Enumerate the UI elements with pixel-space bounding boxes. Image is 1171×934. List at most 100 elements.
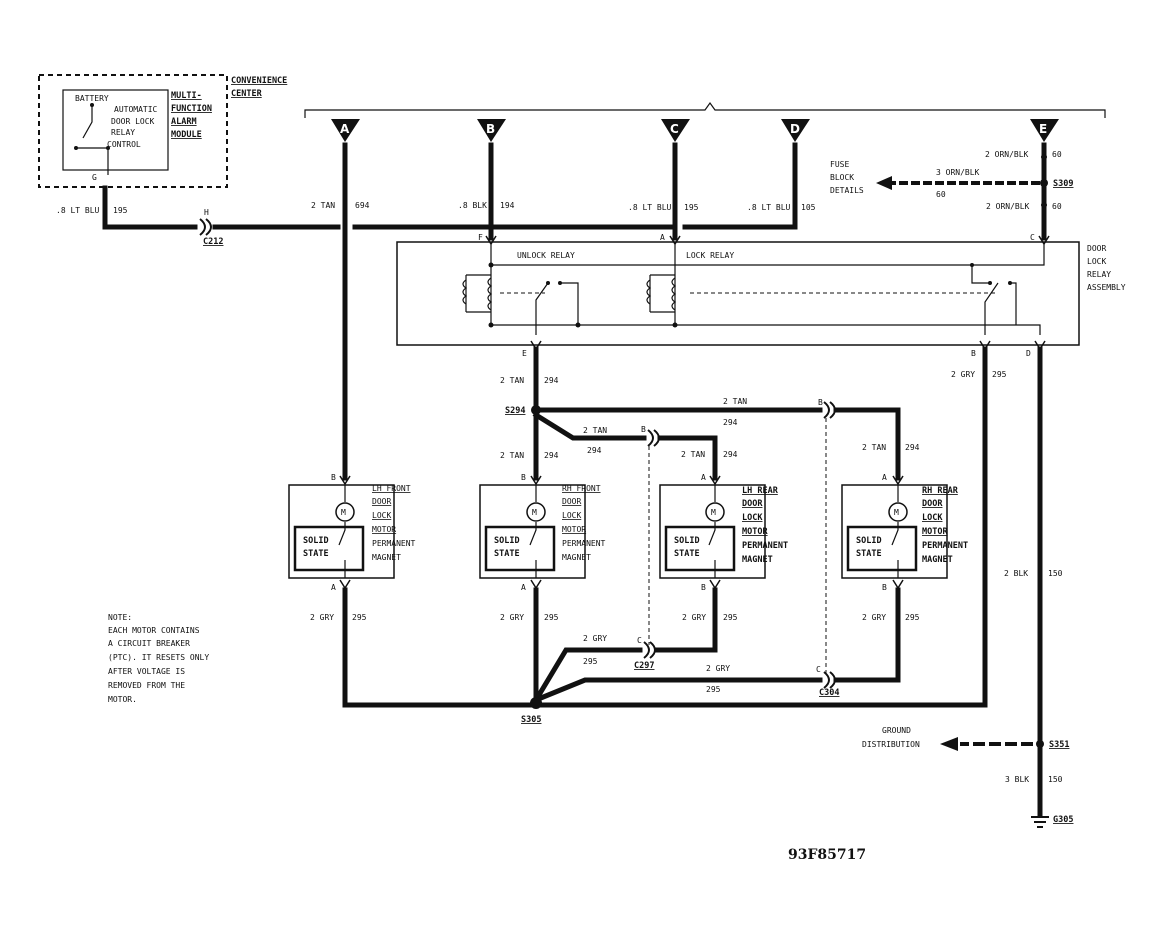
multifunction-alarm-module: BATTERY AUTOMATIC DOOR LOCK RELAY CONTRO…: [38, 74, 287, 188]
svg-text:STATE: STATE: [303, 549, 329, 559]
door-lock-label: DOOR LOCK: [111, 117, 155, 126]
svg-text:SOLID: SOLID: [494, 536, 520, 546]
svg-text:LOCK: LOCK: [372, 511, 391, 520]
svg-text:M: M: [341, 508, 346, 517]
svg-text:A: A: [660, 233, 665, 242]
svg-text:195: 195: [684, 203, 699, 212]
svg-text:PERMANENT: PERMANENT: [922, 541, 968, 551]
ground-labels: 2 GRY 295 2 GRY 295 2 GRY 295 2 GRY 295 …: [310, 569, 1073, 825]
svg-text:150: 150: [1048, 775, 1063, 784]
module-name-1: MULTI-: [171, 91, 202, 101]
svg-text:PERMANENT: PERMANENT: [562, 539, 606, 548]
unlock-relay-label: UNLOCK RELAY: [517, 251, 575, 260]
svg-text:2 TAN: 2 TAN: [583, 426, 607, 435]
svg-text:MOTOR: MOTOR: [372, 525, 396, 534]
splice-s309: [1040, 179, 1048, 187]
module-name-2: FUNCTION: [171, 104, 212, 114]
svg-text:LH REAR: LH REAR: [742, 486, 779, 496]
svg-text:DOOR: DOOR: [562, 497, 581, 506]
svg-text:294: 294: [723, 450, 738, 459]
rh-rear-door-lock-motor: M SOLID STATE A B RH REAR DOOR LOCK MOTO…: [841, 473, 968, 592]
feed-labels: .8 LT BLU 195 H C212 2 TAN 694 .8 BLK 19…: [56, 150, 1073, 247]
svg-text:2 BLK: 2 BLK: [1004, 569, 1028, 578]
motor-pin-connectors: [339, 475, 904, 590]
svg-text:2 TAN: 2 TAN: [500, 451, 524, 460]
svg-text:H: H: [204, 208, 209, 217]
svg-text:295: 295: [352, 613, 367, 622]
svg-text:694: 694: [355, 201, 370, 210]
svg-text:EACH MOTOR CONTAINS: EACH MOTOR CONTAINS: [108, 626, 200, 635]
center-name-2: CENTER: [231, 89, 263, 99]
svg-text:295: 295: [723, 613, 738, 622]
svg-text:D: D: [790, 122, 800, 136]
svg-text:B: B: [701, 583, 706, 592]
svg-text:194: 194: [500, 201, 515, 210]
svg-text:MOTOR: MOTOR: [562, 525, 586, 534]
svg-text:SOLID: SOLID: [303, 536, 329, 546]
svg-text:B: B: [882, 583, 887, 592]
svg-text:AFTER VOLTAGE IS: AFTER VOLTAGE IS: [108, 667, 185, 676]
module-name-4: MODULE: [171, 130, 202, 140]
lh-rear-door-lock-motor: M SOLID STATE A B LH REAR DOOR LOCK MOTO…: [659, 473, 788, 592]
svg-text:105: 105: [801, 203, 816, 212]
splice-s294: [531, 405, 541, 415]
svg-text:DOOR: DOOR: [922, 499, 943, 509]
svg-text:150: 150: [1048, 569, 1063, 578]
svg-text:3 BLK: 3 BLK: [1005, 775, 1029, 784]
svg-text:2 ORN/BLK: 2 ORN/BLK: [986, 202, 1030, 211]
svg-text:2 TAN: 2 TAN: [311, 201, 335, 210]
svg-text:2 GRY: 2 GRY: [310, 613, 334, 622]
svg-text:E: E: [1039, 122, 1047, 136]
harness-labels: 2 TAN 294 S294 2 TAN 294 B 2 TAN 294 B 2…: [500, 370, 1007, 460]
svg-text:(PTC). IT RESETS ONLY: (PTC). IT RESETS ONLY: [108, 653, 209, 662]
svg-text:A: A: [331, 583, 336, 592]
svg-text:MOTOR.: MOTOR.: [108, 695, 137, 704]
svg-text:STATE: STATE: [674, 549, 700, 559]
lock-relay-label: LOCK RELAY: [686, 251, 734, 260]
svg-text:BLOCK: BLOCK: [830, 173, 854, 182]
connector-flag-e: E: [1030, 119, 1059, 142]
module-name-3: ALARM: [171, 117, 197, 127]
module-node: [106, 146, 110, 150]
svg-text:LOCK: LOCK: [922, 513, 943, 523]
motor-icon: [335, 502, 355, 522]
svg-text:295: 295: [583, 657, 598, 666]
center-name-1: CONVENIENCE: [231, 76, 287, 86]
svg-text:LH FRONT: LH FRONT: [372, 484, 411, 493]
module-node: [74, 146, 78, 150]
svg-text:2 GRY: 2 GRY: [951, 370, 975, 379]
svg-text:ASSEMBLY: ASSEMBLY: [1087, 283, 1126, 292]
svg-text:295: 295: [544, 613, 559, 622]
svg-text:295: 295: [905, 613, 920, 622]
svg-text:.8 BLK: .8 BLK: [458, 201, 487, 210]
svg-text:E: E: [522, 349, 527, 358]
svg-text:MAGNET: MAGNET: [372, 553, 401, 562]
module-internal-switch: [75, 105, 109, 175]
svg-text:SOLID: SOLID: [856, 536, 882, 546]
svg-text:D: D: [1026, 349, 1031, 358]
connector-c212: [199, 218, 206, 236]
unlock-relay-coil: [462, 279, 468, 305]
svg-text:RH REAR: RH REAR: [922, 486, 959, 496]
motor-icon: [888, 502, 908, 522]
svg-text:DETAILS: DETAILS: [830, 186, 864, 195]
connector-flag-b: B: [477, 119, 506, 142]
ground-icon: [1031, 816, 1049, 828]
rh-front-door-lock-motor: M SOLID STATE B A RH FRONT DOOR LOCK MOT…: [479, 473, 606, 592]
svg-text:2 GRY: 2 GRY: [500, 613, 524, 622]
svg-text:LOCK: LOCK: [1087, 257, 1106, 266]
svg-text:2 ORN/BLK: 2 ORN/BLK: [985, 150, 1029, 159]
svg-text:2 TAN: 2 TAN: [862, 443, 886, 452]
svg-text:60: 60: [1052, 150, 1062, 159]
svg-text:60: 60: [936, 190, 946, 199]
lh-front-door-lock-motor: M SOLID STATE B A LH FRONT DOOR LOCK MOT…: [288, 473, 416, 592]
svg-text:RELAY: RELAY: [1087, 270, 1111, 279]
svg-text:2 GRY: 2 GRY: [862, 613, 886, 622]
feed-wires: [102, 142, 1048, 481]
svg-text:295: 295: [706, 685, 721, 694]
svg-text:195: 195: [113, 206, 128, 215]
svg-text:MAGNET: MAGNET: [742, 555, 773, 565]
svg-text:294: 294: [723, 418, 738, 427]
svg-text:LOCK: LOCK: [562, 511, 581, 520]
